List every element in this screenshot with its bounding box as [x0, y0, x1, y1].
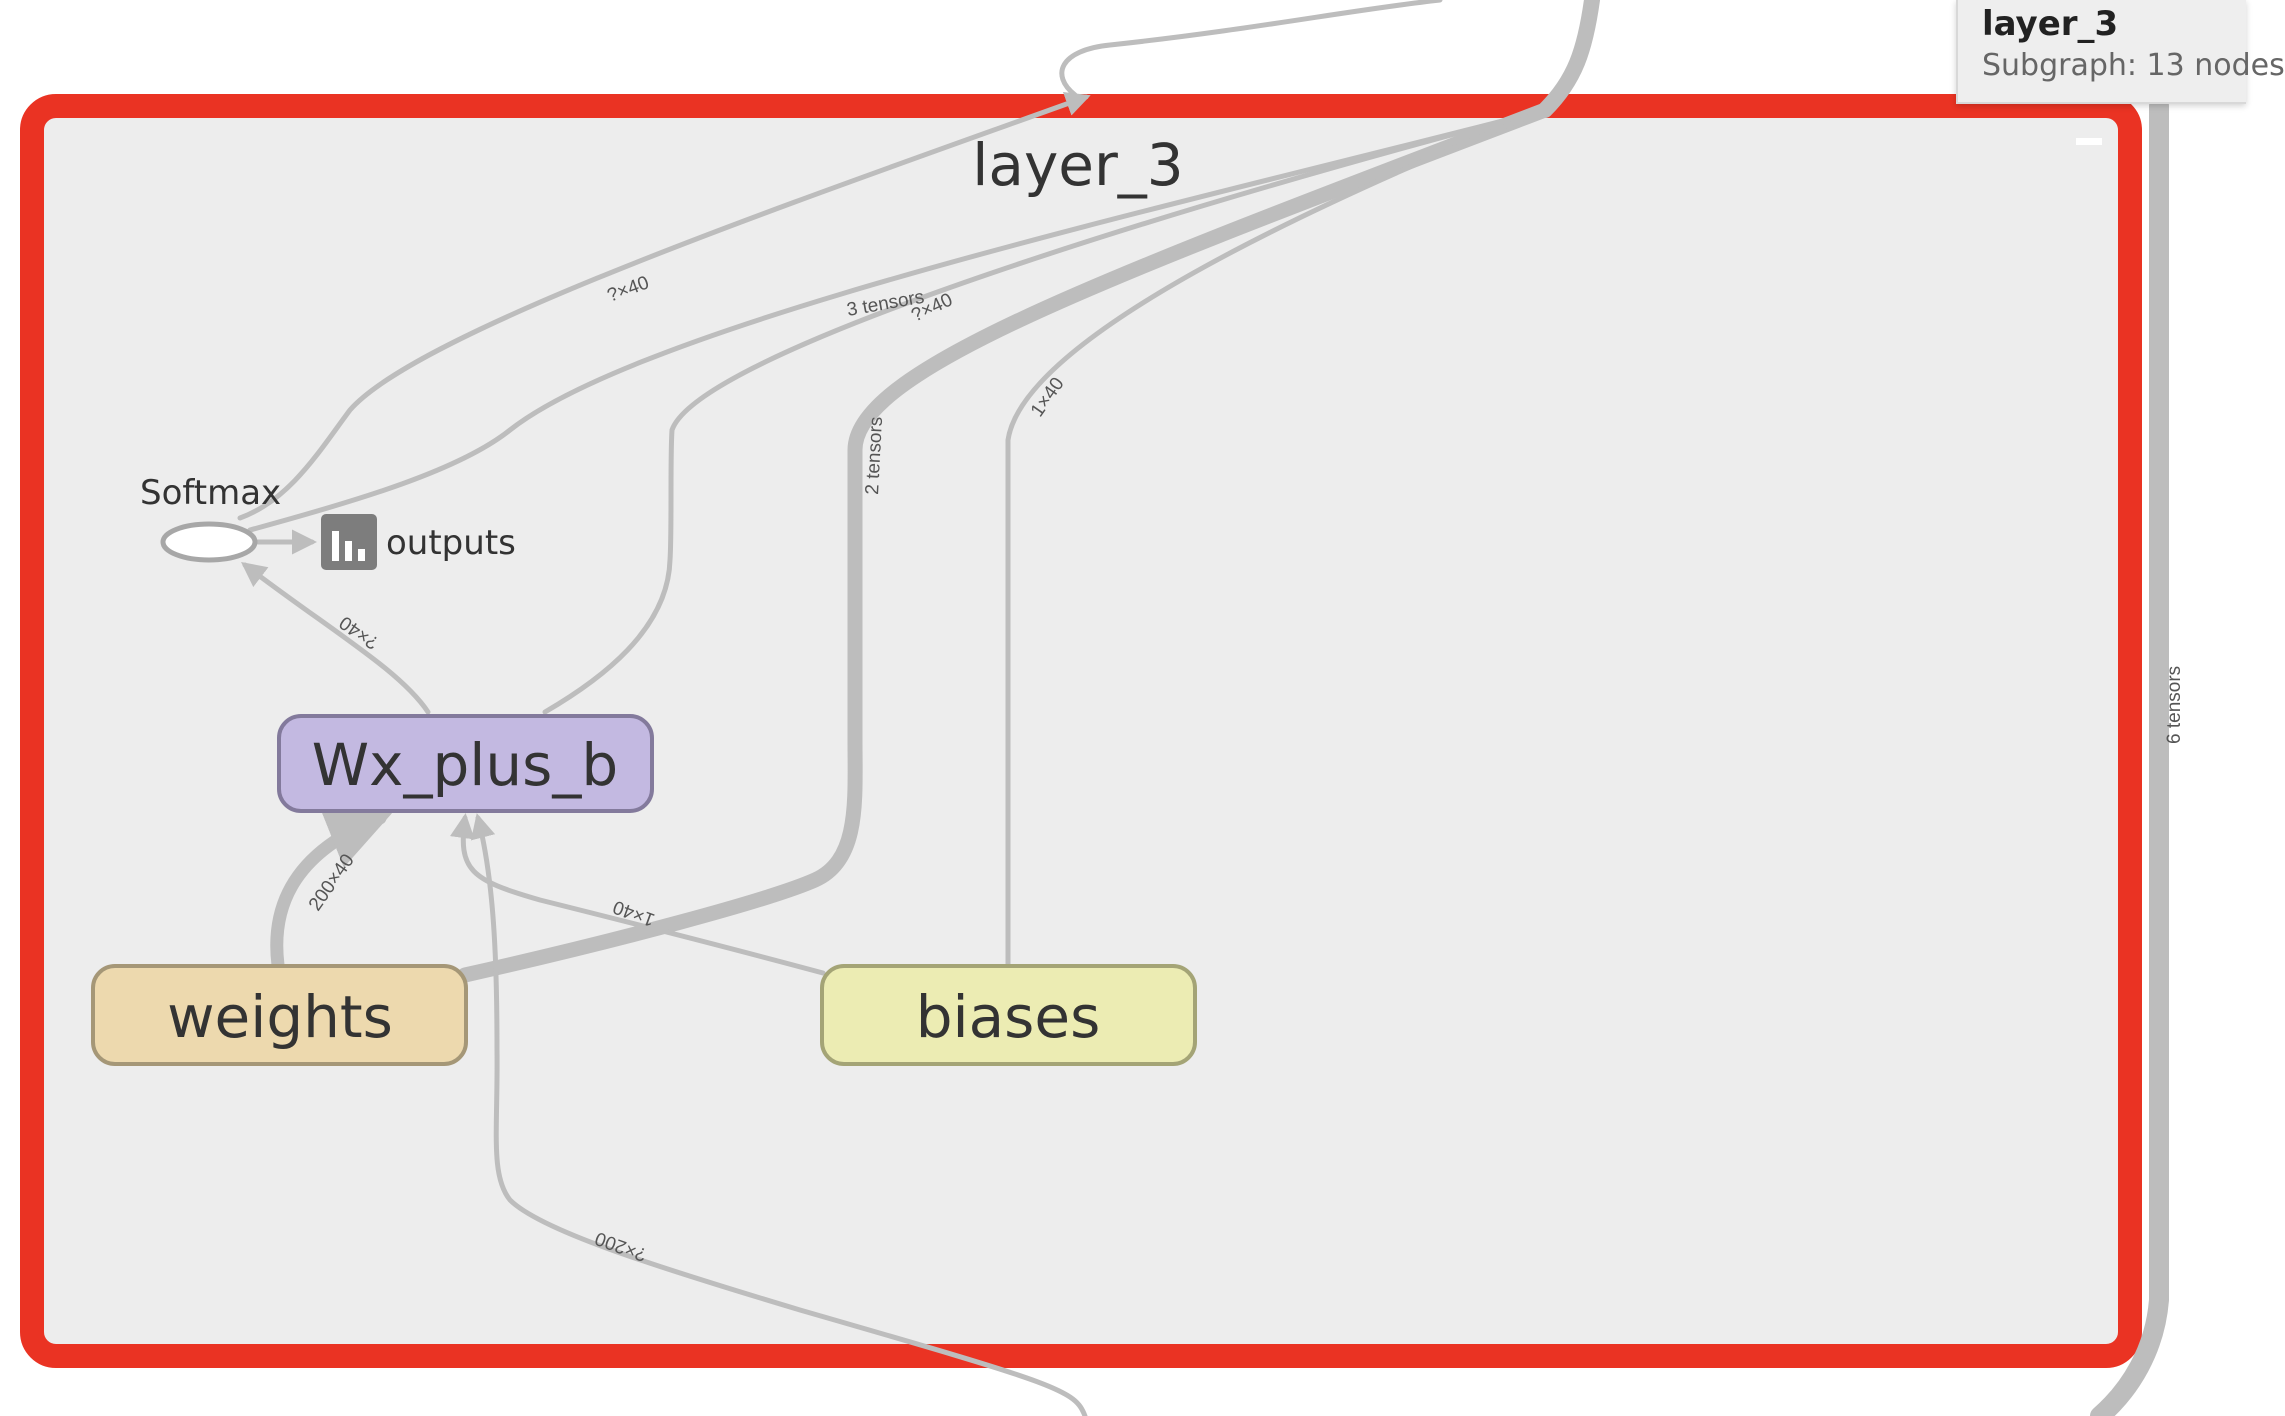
svg-text:weights: weights: [167, 983, 393, 1051]
edge-wx-to-softmax: [241, 561, 431, 715]
svg-text:outputs: outputs: [386, 523, 516, 563]
info-card[interactable]: layer_3 Subgraph: 13 nodes: [1956, 0, 2285, 104]
edge-two-tensors: [457, 102, 1553, 983]
edge-six-tensors: [2090, 96, 2169, 1416]
edge-softmax-out: [237, 92, 1091, 521]
info-card-title: layer_3: [1982, 4, 2119, 44]
edge-external-to-wx: [470, 813, 1088, 1416]
label-six-tensors: 6 tensors: [2164, 666, 2185, 744]
edge-biases-to-wx: [449, 813, 826, 976]
summary-chart-icon: [321, 514, 377, 570]
node-biases[interactable]: biases: [820, 964, 1197, 1066]
svg-text:biases: biases: [916, 983, 1101, 1051]
edge-bundle-up: [1537, 0, 1600, 118]
graph-canvas[interactable]: layer_3 200×40 1×40 ?×200 ?×40 ?×40 3 te…: [0, 0, 2230, 1416]
edge-top-loop: [1059, 0, 1443, 98]
label-two-tensors: 2 tensors: [862, 416, 887, 495]
node-outputs[interactable]: outputs: [321, 514, 516, 570]
group-title: layer_3: [972, 131, 1183, 199]
collapse-icon[interactable]: [2076, 138, 2102, 145]
edge-biases-out: [1005, 107, 1548, 968]
svg-text:Wx_plus_b: Wx_plus_b: [312, 731, 618, 799]
edge-weights-to-wx: [270, 807, 393, 972]
node-wx-plus-b[interactable]: Wx_plus_b: [277, 714, 654, 813]
info-card-subtitle: Subgraph: 13 nodes: [1982, 48, 2285, 83]
edge-wx-out: [542, 107, 1548, 715]
node-weights[interactable]: weights: [91, 964, 468, 1066]
edge-three-tensors: [247, 107, 1548, 533]
svg-text:Softmax: Softmax: [140, 473, 281, 513]
node-softmax[interactable]: Softmax: [140, 473, 281, 563]
